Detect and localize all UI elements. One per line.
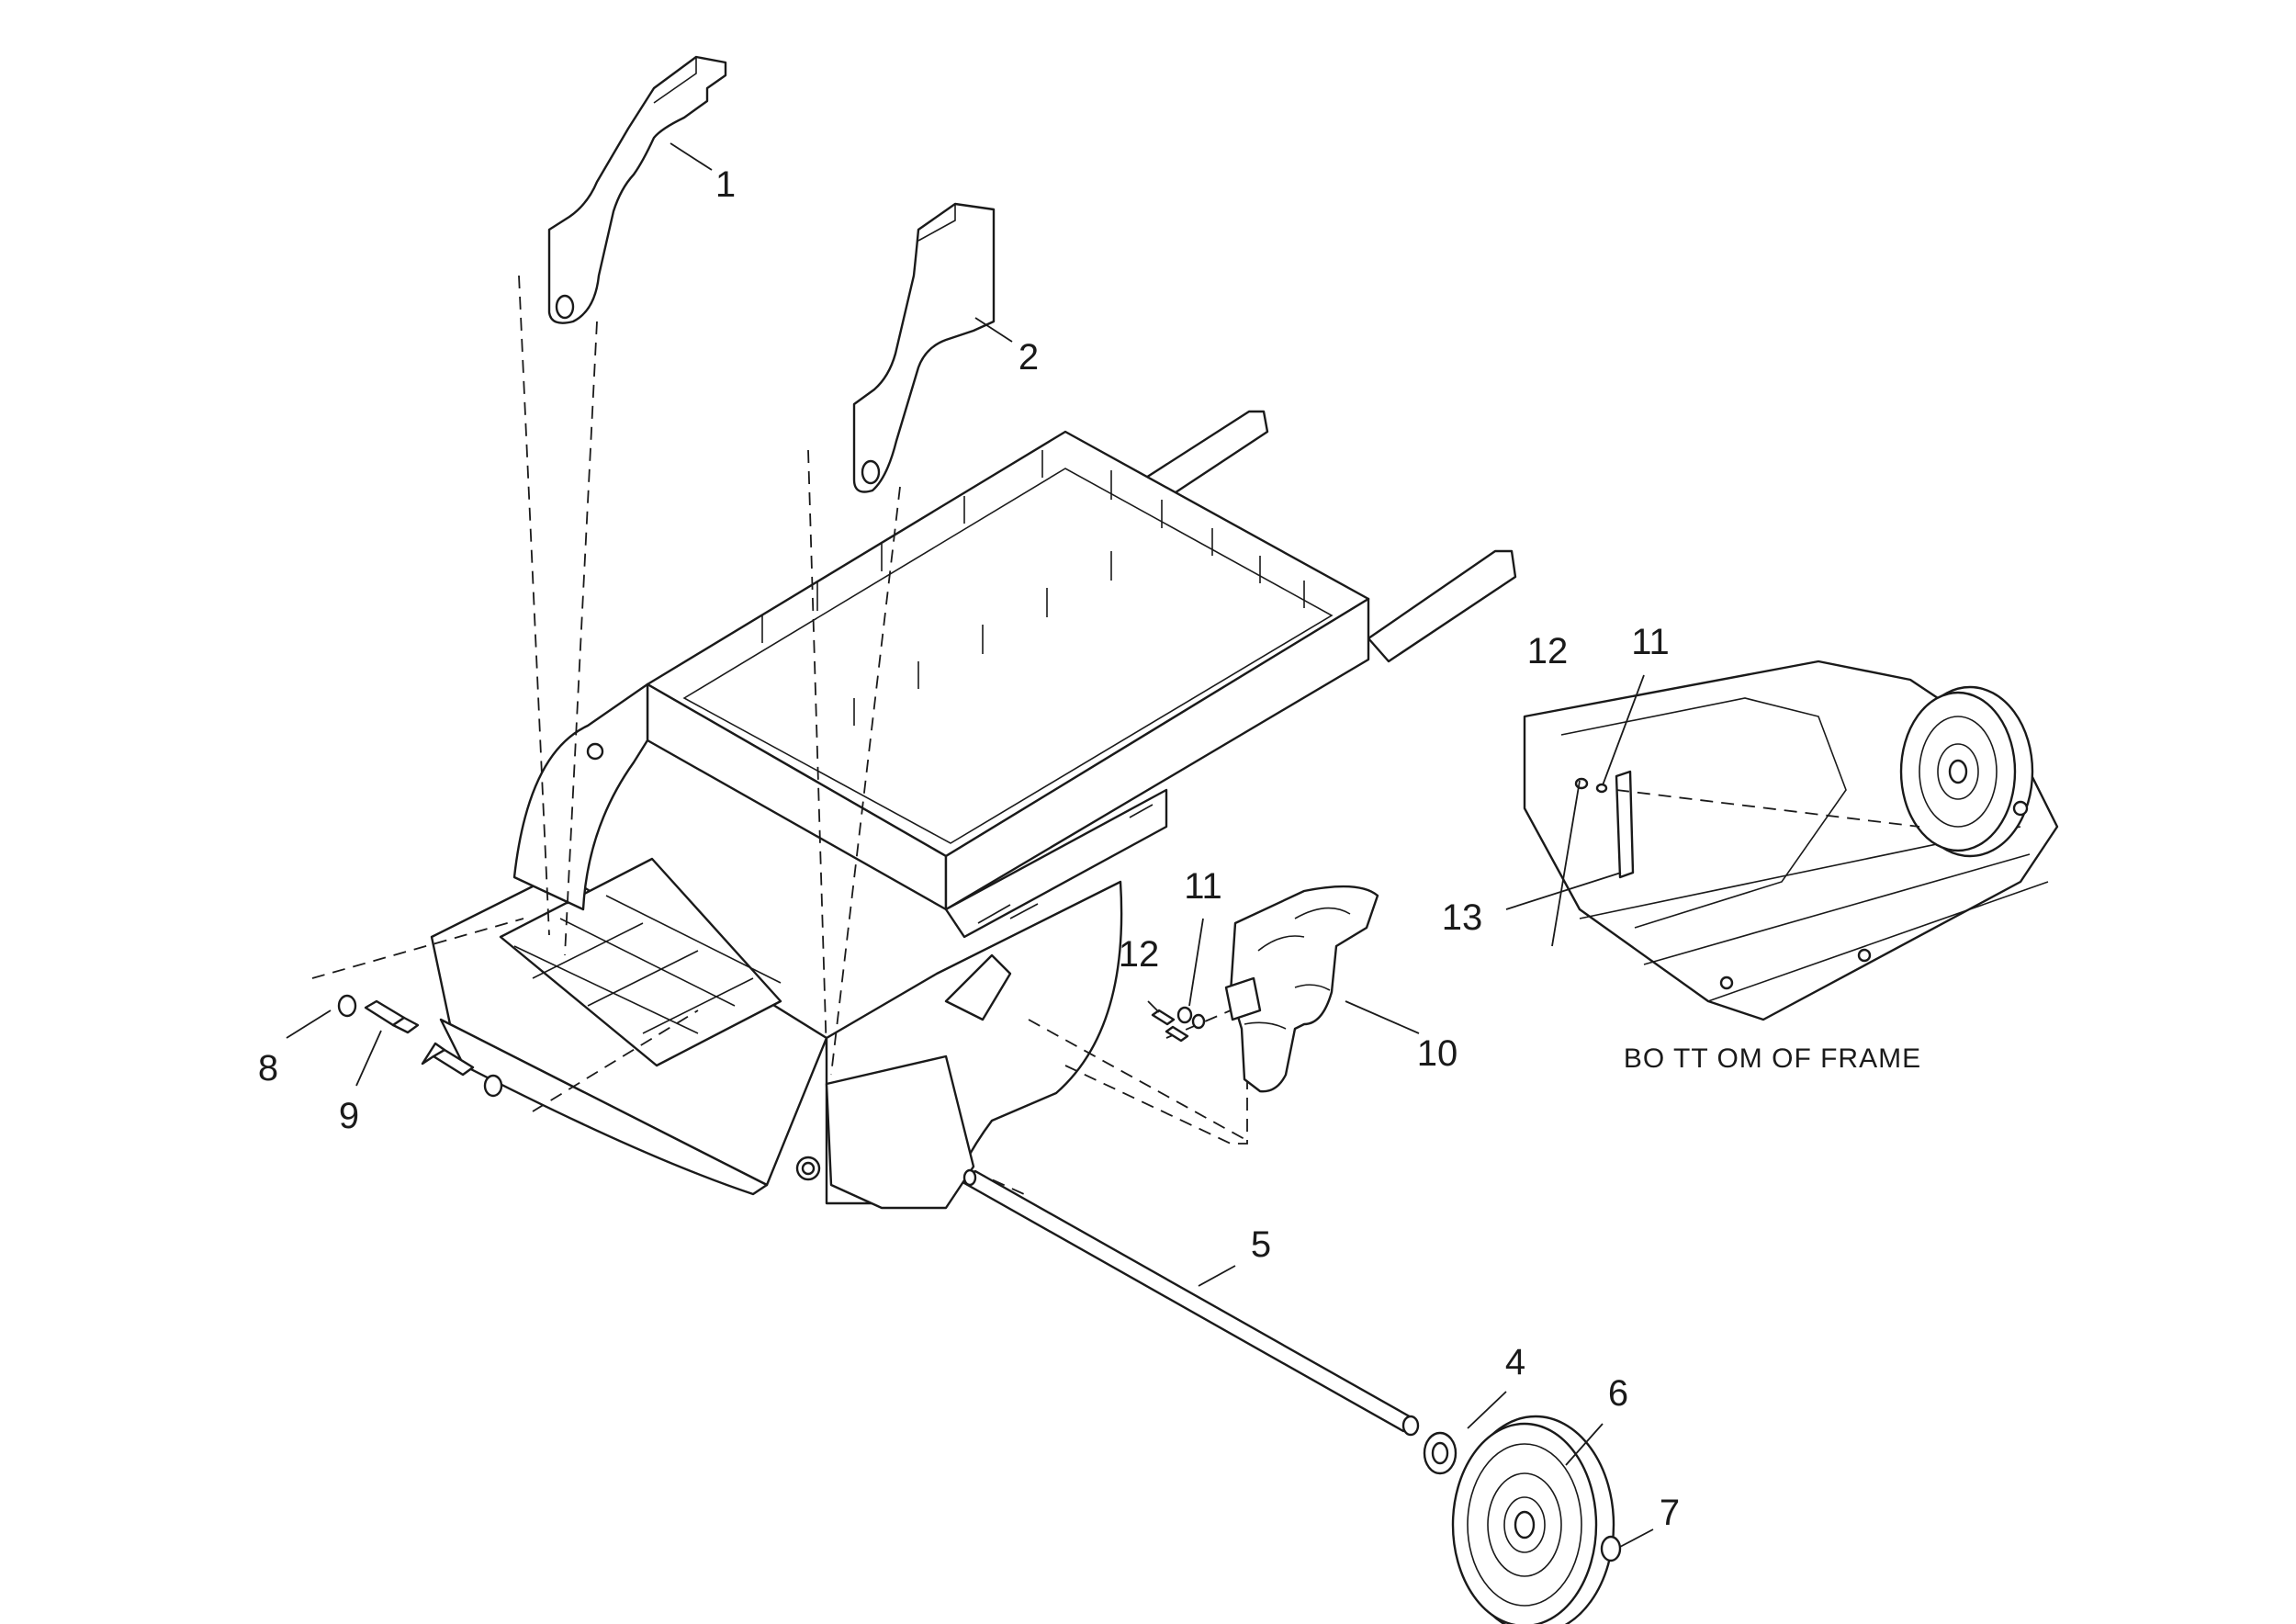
frame-main-tray	[430, 430, 1370, 1210]
part-10-nozzle	[1224, 885, 1379, 1093]
part-5-axle	[962, 1168, 1420, 1437]
callout-10: 10	[1417, 1033, 1458, 1074]
part-7-clip-ring	[1600, 1535, 1622, 1562]
inset-callout-12: 12	[1527, 631, 1569, 671]
part-9-bolts	[364, 999, 475, 1077]
inset-callout-11: 11	[1631, 622, 1670, 662]
part-8-washers	[337, 994, 503, 1098]
callout-9: 9	[339, 1096, 359, 1136]
callout-6: 6	[1608, 1373, 1628, 1414]
part-6-wheel	[1451, 1415, 1615, 1624]
callout-12: 12	[1119, 934, 1160, 975]
callout-11: 11	[1184, 866, 1222, 907]
leader-lines	[286, 142, 1654, 1548]
handle-rails	[1137, 410, 1517, 663]
callout-7: 7	[1660, 1493, 1680, 1533]
inset-callout-13: 13	[1442, 897, 1483, 938]
callout-5: 5	[1251, 1224, 1271, 1265]
part-2-bracket	[852, 202, 996, 493]
callout-4: 4	[1505, 1342, 1525, 1382]
inset-bottom-of-frame	[1523, 660, 2059, 1021]
part-12-screws	[1151, 1009, 1189, 1043]
callout-2: 2	[1019, 337, 1039, 378]
part-1-bracket	[547, 55, 727, 324]
part-4-washer	[1423, 1431, 1458, 1475]
part-11-washers	[1176, 1006, 1206, 1030]
callout-labels: 1 2 4 5 6 7 8 9 10 11 12 12 11 13 BO TT …	[258, 164, 1921, 1533]
callout-8: 8	[258, 1048, 278, 1088]
inset-caption: BO TT OM OF FRAME	[1624, 1043, 1921, 1074]
callout-1: 1	[715, 164, 736, 205]
